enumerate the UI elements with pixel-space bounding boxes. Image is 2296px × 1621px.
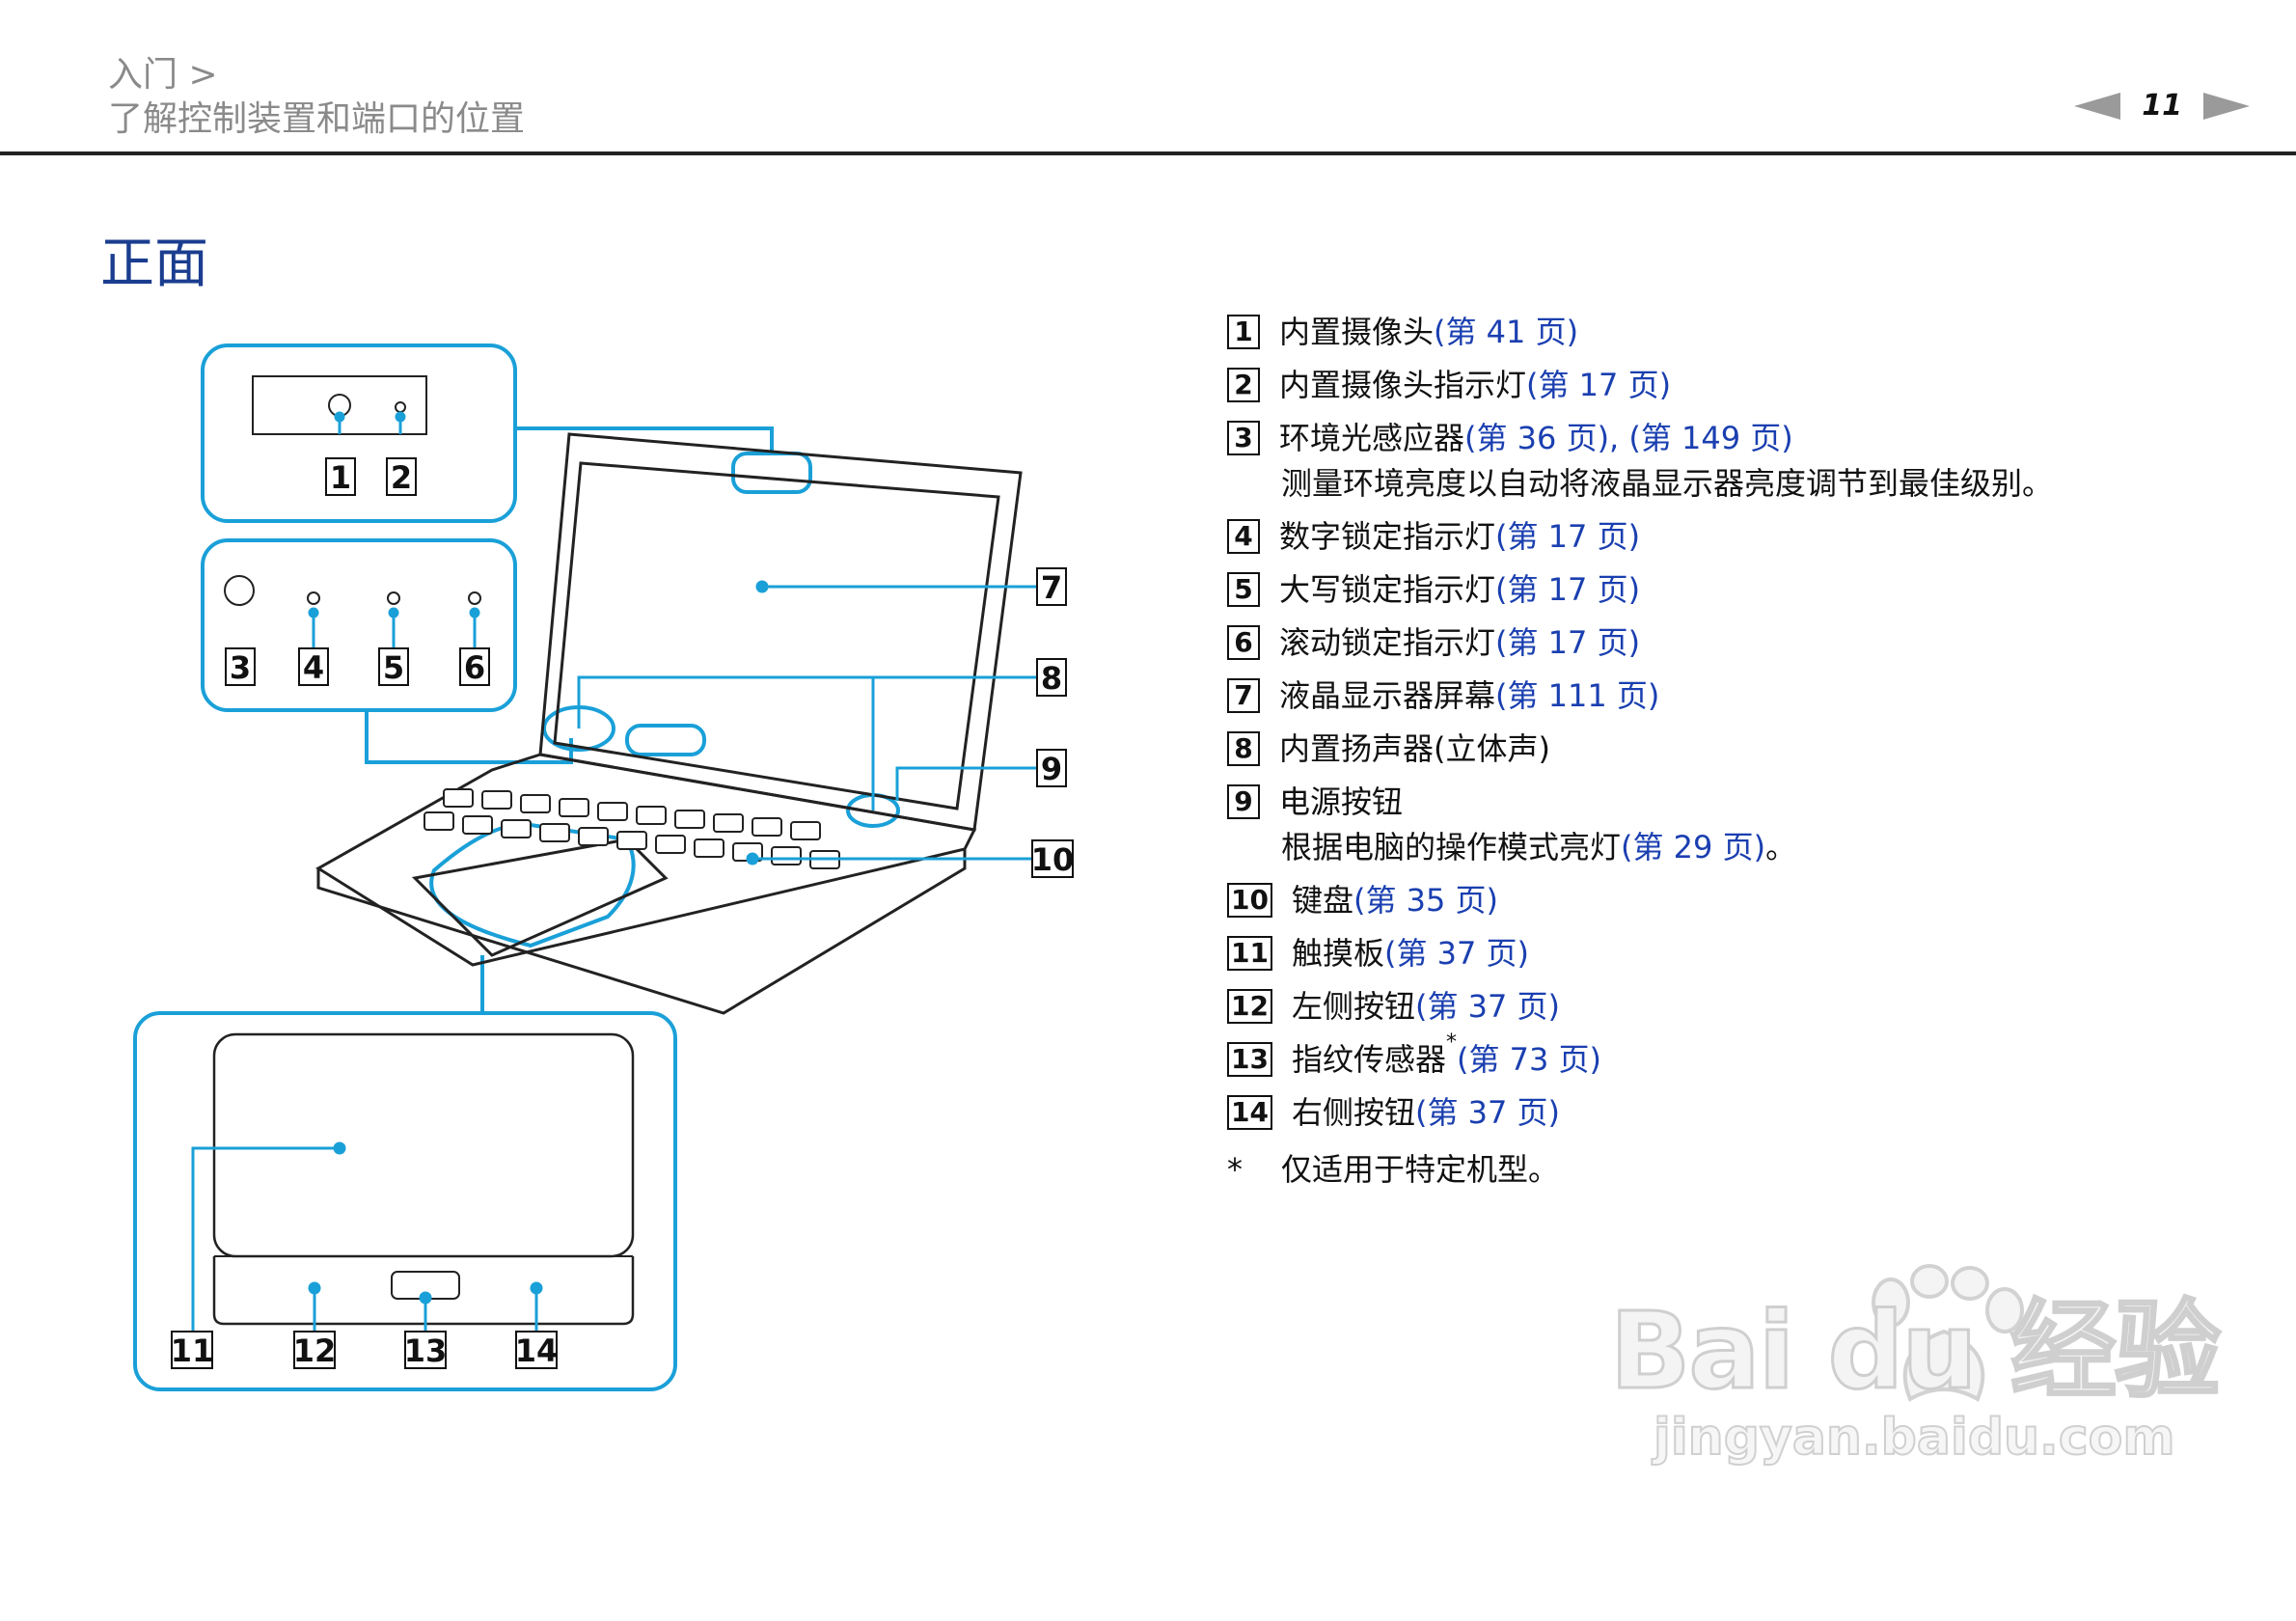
list-item-description: 测量环境亮度以自动将液晶显示器亮度调节到最佳级别。	[1281, 465, 2054, 502]
callout-9: 9	[1036, 749, 1067, 787]
svg-text:13: 13	[404, 1333, 448, 1369]
callout-14: 14	[515, 1331, 559, 1369]
svg-text:7: 7	[1041, 569, 1062, 606]
watermark: Bai du 经验 jingyan.baidu.com	[1608, 1288, 2222, 1469]
page-link[interactable]: (第 37 页)	[1414, 1094, 1561, 1131]
list-item-description: 根据电脑的操作模式亮灯(第 29 页)。	[1281, 829, 1797, 865]
callout-4: 4	[298, 647, 329, 686]
page-link[interactable]: (第 36 页), (第 149 页)	[1464, 420, 1793, 456]
laptop-front-diagram: 1 2 3 4 5 6 7 8 9 10 11 12 13 14	[133, 343, 1075, 1391]
section-title: 了解控制装置和端口的位置	[108, 99, 526, 139]
svg-text:3: 3	[230, 649, 251, 686]
callout-11: 11	[171, 1331, 214, 1369]
callout-5: 5	[378, 647, 409, 686]
paw-icon	[1872, 1264, 2024, 1402]
page-link[interactable]: (第 41 页)	[1434, 314, 1579, 350]
page-title: 正面	[100, 233, 208, 295]
page-link[interactable]: (第 29 页)	[1621, 829, 1766, 865]
page-link[interactable]: (第 73 页)	[1456, 1041, 1602, 1078]
svg-text:12: 12	[293, 1333, 337, 1369]
callout-3: 3	[225, 647, 256, 686]
svg-text:9: 9	[1041, 751, 1062, 787]
svg-text:8: 8	[1041, 660, 1062, 697]
page-header: 入门 > 了解控制装置和端口的位置 11	[0, 0, 2296, 155]
breadcrumb[interactable]: 入门 >	[108, 55, 218, 95]
callout-1: 1	[325, 457, 356, 496]
callout-2: 2	[386, 457, 417, 496]
callout-13: 13	[404, 1331, 448, 1369]
prev-page-icon[interactable]	[2074, 92, 2121, 120]
footnote: *仅适用于特定机型。	[1227, 1151, 1560, 1188]
callout-6: 6	[459, 647, 490, 686]
svg-text:2: 2	[391, 459, 412, 496]
page-link[interactable]: (第 17 页)	[1526, 367, 1672, 403]
svg-text:1: 1	[330, 459, 351, 496]
page-link[interactable]: (第 37 页)	[1414, 988, 1561, 1025]
svg-text:10: 10	[1031, 841, 1075, 878]
svg-text:6: 6	[464, 649, 485, 686]
page-link[interactable]: (第 35 页)	[1353, 882, 1499, 919]
next-page-icon[interactable]	[2203, 92, 2250, 120]
callout-7: 7	[1036, 567, 1067, 606]
page-number: 11	[2142, 89, 2182, 123]
callout-10: 10	[1031, 839, 1075, 878]
page-link[interactable]: (第 37 页)	[1383, 935, 1530, 972]
svg-text:14: 14	[515, 1333, 559, 1369]
page-link[interactable]: (第 17 页)	[1495, 571, 1641, 608]
page-link[interactable]: (第 17 页)	[1495, 518, 1641, 555]
svg-text:11: 11	[171, 1333, 214, 1369]
page-link[interactable]: (第 111 页)	[1495, 677, 1660, 714]
page-nav: 11	[2074, 89, 2250, 123]
callout-8: 8	[1036, 658, 1067, 697]
page-link[interactable]: (第 17 页)	[1495, 624, 1641, 661]
svg-text:5: 5	[383, 649, 404, 686]
callout-12: 12	[293, 1331, 337, 1369]
svg-text:4: 4	[303, 649, 324, 686]
